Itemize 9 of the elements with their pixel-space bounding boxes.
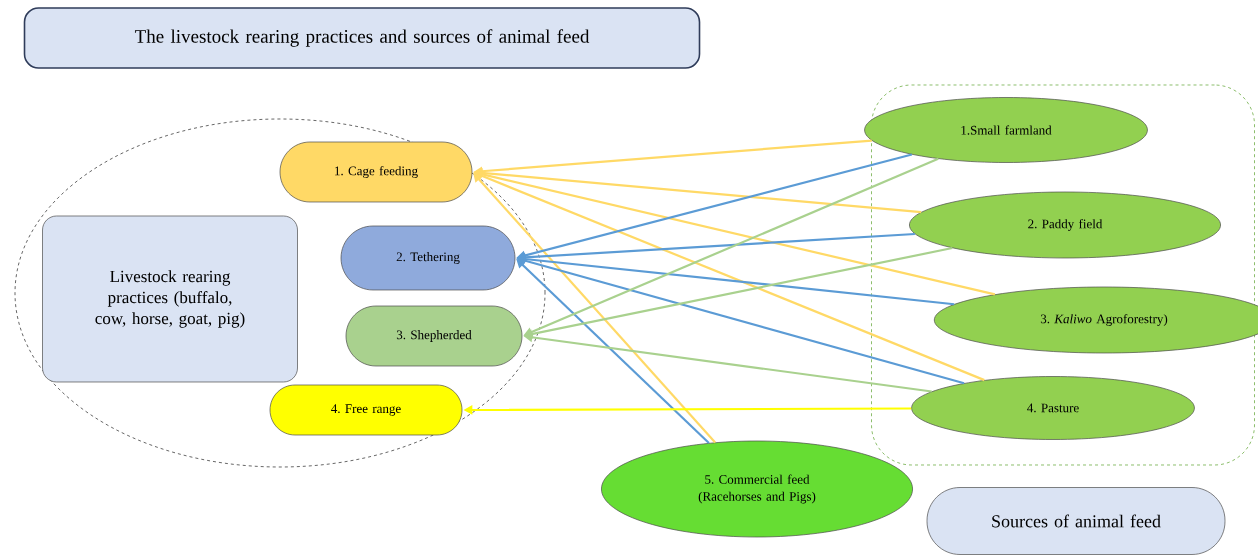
practice-box: 4. Free range [269, 384, 463, 436]
practice-box: 3. Shepherded [345, 305, 523, 367]
group-ellipse [14, 118, 546, 468]
practice-box: 2. Tethering [340, 225, 516, 291]
title-box: The livestock rearing practices and sources of animal feed [23, 7, 701, 69]
group-frame [871, 84, 1255, 466]
practice-box: 1. Cage feeding [279, 141, 473, 203]
category-box: Livestock rearing practices (buffalo, cow, horse, goat, pig) [42, 215, 298, 383]
title-box: Sources of animal feed [926, 487, 1226, 555]
